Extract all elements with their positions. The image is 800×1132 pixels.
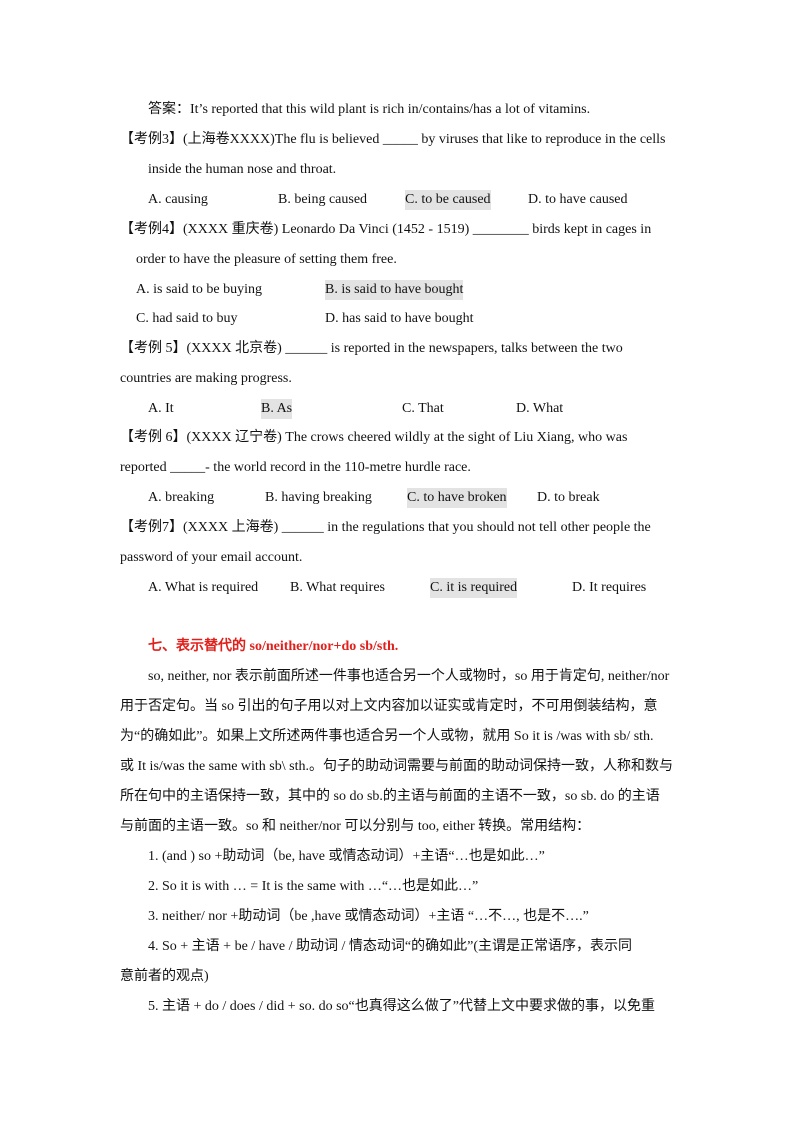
exam-example-3-line-1: 【考例3】(上海卷XXXX)The flu is believed _____ … [120,132,666,147]
section-heading: 七、表示替代的 so/neither/nor+do sb/sth. [148,639,399,654]
exam-example-7-line-2: password of your email account. [120,550,303,565]
option-a: A. What is required [148,580,259,595]
body-line-3: 为“的确如此”。如果上文所述两件事也适合另一个人或物，就用 So it is /… [120,729,654,744]
structure-3: 3. neither/ nor +助动词（be ,have 或情态动词）+主语 … [148,909,589,924]
structure-2: 2. So it is with … = It is the same with… [148,879,479,894]
option-d: D. to break [537,490,600,505]
structure-1: 1. (and ) so +助动词（be, have 或情态动词）+主语“…也是… [148,849,545,864]
exam-example-4-line-1: 【考例4】(XXXX 重庆卷) Leonardo Da Vinci (1452 … [120,222,652,237]
structure-4-line-1: 4. So + 主语 + be / have / 助动词 / 情态动词“的确如此… [148,939,632,954]
option-c-highlighted-answer: C. to be caused [405,190,491,210]
option-b-highlighted-answer: B. As [261,399,293,419]
exam-example-5-line-1: 【考例 5】(XXXX 北京卷) ______ is reported in t… [120,341,623,356]
structure-5: 5. 主语 + do / does / did + so. do so“也真得这… [148,999,655,1014]
exam-example-5-line-2: countries are making progress. [120,371,292,386]
option-c: C. That [402,401,444,416]
option-b: B. What requires [290,580,385,595]
option-a: A. It [148,401,174,416]
option-b: B. having breaking [265,490,372,505]
body-line-4: 或 It is/was the same with sb\ sth.。句子的助动… [120,759,673,774]
option-d: D. It requires [572,580,647,595]
answer-line: 答案：It’s reported that this wild plant is… [148,102,591,117]
body-line-6: 与前面的主语一致。so 和 neither/nor 可以分别与 too, eit… [120,819,591,834]
option-d: D. has said to have bought [325,311,474,326]
option-d: D. What [516,401,564,416]
exam-example-6-line-1: 【考例 6】(XXXX 辽宁卷) The crows cheered wildl… [120,430,628,445]
option-b-highlighted-answer: B. is said to have bought [325,280,464,300]
option-c-highlighted-answer: C. to have broken [407,488,507,508]
exam-example-3-line-2: inside the human nose and throat. [148,162,337,177]
option-c-highlighted-answer: C. it is required [430,578,518,598]
body-line-1: so, neither, nor 表示前面所述一件事也适合另一个人或物时，so … [148,669,670,684]
option-a: A. is said to be buying [136,282,262,297]
option-d: D. to have caused [528,192,628,207]
option-c: C. had said to buy [136,311,238,326]
body-line-5: 所在句中的主语保持一致，其中的 so do sb.的主语与前面的主语不一致，so… [120,789,660,804]
structure-4-line-2: 意前者的观点) [120,969,209,984]
option-b: B. being caused [278,192,368,207]
exam-example-7-line-1: 【考例7】(XXXX 上海卷) ______ in the regulation… [120,520,651,535]
body-line-2: 用于否定句。当 so 引出的句子用以对上文内容加以证实或肯定时，不可用倒装结构，… [120,699,658,714]
exam-example-6-line-2: reported _____- the world record in the … [120,460,471,475]
exam-example-4-line-2: order to have the pleasure of setting th… [136,252,397,267]
option-a: A. breaking [148,490,215,505]
option-a: A. causing [148,192,208,207]
